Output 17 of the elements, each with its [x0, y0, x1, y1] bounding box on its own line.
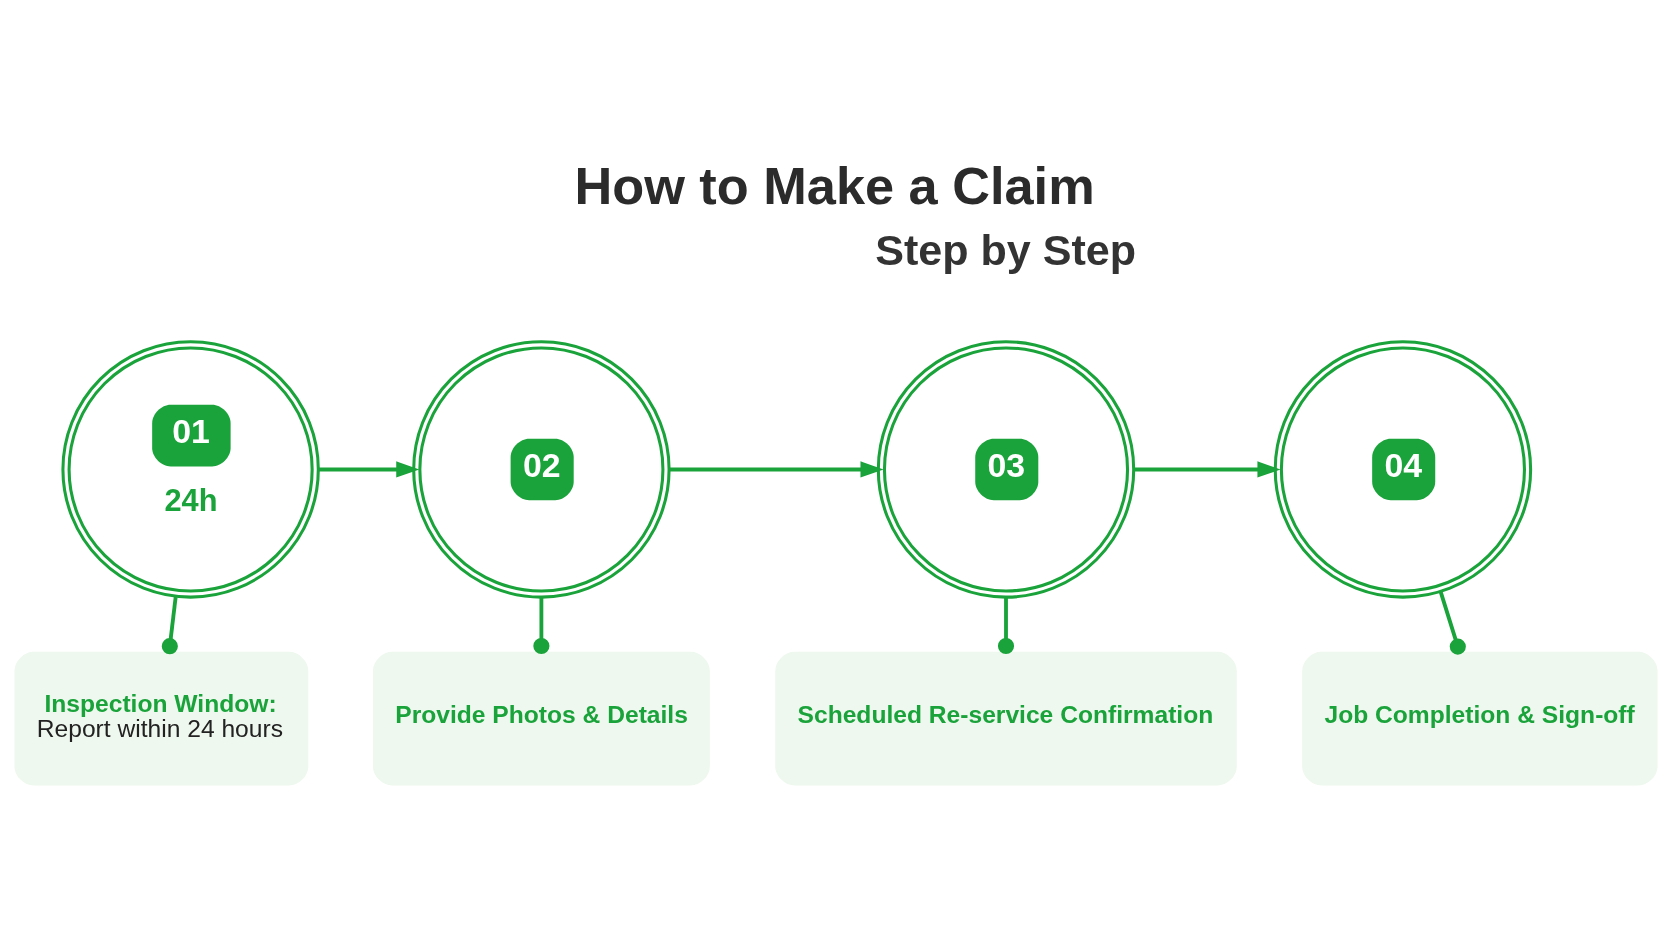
node-circle: 02: [412, 339, 671, 599]
connector: [997, 597, 1015, 654]
arrow: [1133, 460, 1281, 478]
connector: [1438, 590, 1466, 655]
node-circle: 04: [1273, 339, 1533, 599]
label: Step by Step: [875, 225, 1137, 274]
connector: [161, 596, 178, 654]
connector: [533, 597, 550, 654]
node-circle: 03: [876, 339, 1136, 599]
diagram-title: How to Make a Claim: [574, 156, 1095, 215]
arrow: [669, 460, 884, 478]
node-box: Inspection Window: Report within 24 hours: [14, 651, 309, 786]
arrow: [318, 460, 420, 478]
node-box: Scheduled Re-service Confirmation: [775, 651, 1237, 786]
node-circle: 01 24h: [61, 339, 320, 599]
node-box: Provide Photos & Details: [372, 651, 710, 786]
node-box: Job Completion & Sign-off: [1302, 651, 1658, 786]
